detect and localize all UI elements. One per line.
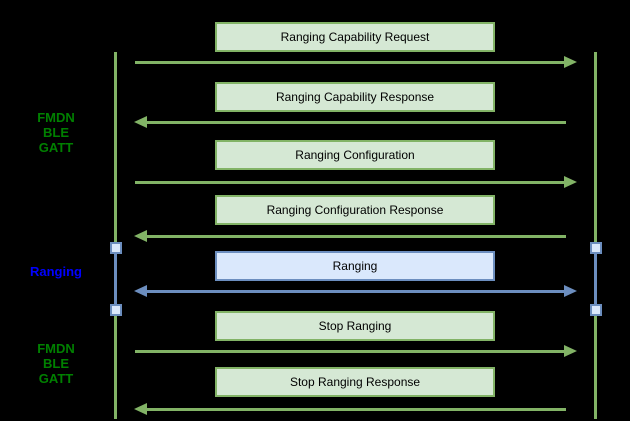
arrow-right-ranging-capability-request <box>134 56 577 68</box>
arrow-line <box>135 180 564 184</box>
arrowhead-right-icon <box>564 345 577 357</box>
activation-square-left-bottom <box>110 304 122 316</box>
phase-label-line: BLE <box>43 125 69 140</box>
activation-square-left-top <box>110 242 122 254</box>
message-box-stop-ranging-response: Stop Ranging Response <box>215 367 495 397</box>
arrow-left-ranging-capability-response <box>134 116 566 128</box>
arrowhead-right-icon <box>564 285 577 297</box>
message-box-ranging-configuration-response: Ranging Configuration Response <box>215 195 495 225</box>
activation-square-right-top <box>590 242 602 254</box>
arrow-line <box>135 60 564 64</box>
phase-label-line: GATT <box>38 140 74 155</box>
message-label: Ranging Configuration Response <box>266 203 444 217</box>
message-box-ranging: Ranging <box>215 251 495 281</box>
arrowhead-left-icon <box>134 230 147 242</box>
arrow-left-ranging-configuration-response <box>134 230 566 242</box>
arrow-line <box>147 120 566 124</box>
message-label: Stop Ranging Response <box>289 375 421 389</box>
lifeline-left <box>114 52 117 419</box>
phase-label-fmdn-ble-gatt-bottom: FMDN BLE GATT <box>16 341 96 386</box>
phase-label-ranging: Ranging <box>30 264 82 279</box>
arrow-line <box>147 289 564 293</box>
arrow-bidirectional-ranging <box>134 285 577 297</box>
phase-label-line: FMDN <box>37 341 75 356</box>
message-box-ranging-capability-request: Ranging Capability Request <box>215 22 495 52</box>
message-label: Ranging <box>332 259 378 273</box>
arrowhead-right-icon <box>564 176 577 188</box>
lifeline-right <box>594 52 597 419</box>
phase-label-line: GATT <box>38 371 74 386</box>
arrowhead-left-icon <box>134 116 147 128</box>
ranging-active-segment-right <box>594 252 597 306</box>
phase-label-line: FMDN <box>37 110 75 125</box>
arrow-line <box>147 234 566 238</box>
arrowhead-right-icon <box>564 56 577 68</box>
arrowhead-left-icon <box>134 285 147 297</box>
activation-square-right-bottom <box>590 304 602 316</box>
arrow-right-ranging-configuration <box>134 176 577 188</box>
message-label: Ranging Configuration <box>295 148 415 162</box>
ranging-active-segment-left <box>114 252 117 306</box>
message-label: Ranging Capability Request <box>280 30 430 44</box>
message-box-stop-ranging: Stop Ranging <box>215 311 495 341</box>
message-label: Ranging Capability Response <box>275 90 435 104</box>
arrow-left-stop-ranging-response <box>134 403 566 415</box>
arrow-line <box>147 407 566 411</box>
message-box-ranging-configuration: Ranging Configuration <box>215 140 495 170</box>
arrow-line <box>135 349 564 353</box>
message-label: Stop Ranging <box>318 319 392 333</box>
arrowhead-left-icon <box>134 403 147 415</box>
phase-label-fmdn-ble-gatt-top: FMDN BLE GATT <box>16 110 96 155</box>
arrow-right-stop-ranging <box>134 345 577 357</box>
phase-label-line: BLE <box>43 356 69 371</box>
message-box-ranging-capability-response: Ranging Capability Response <box>215 82 495 112</box>
